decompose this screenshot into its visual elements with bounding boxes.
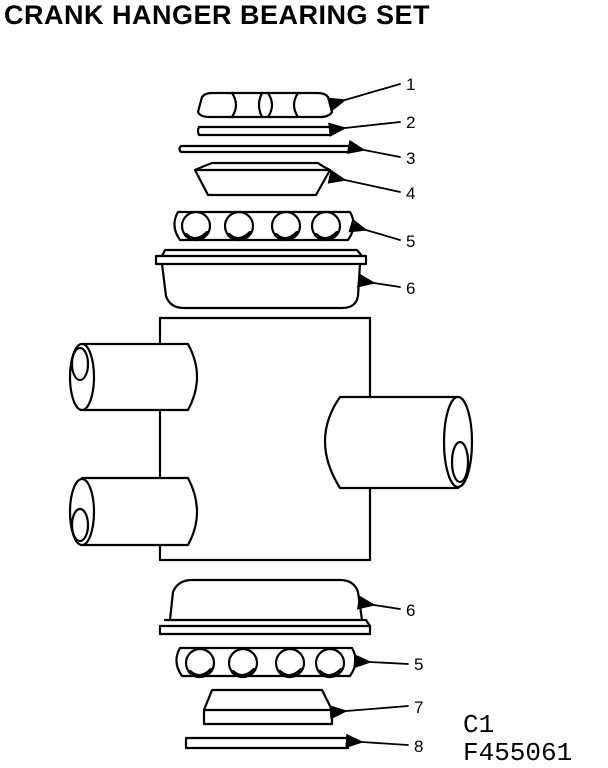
leader-1 — [327, 83, 401, 112]
callout-5-top: 5 — [406, 232, 415, 251]
callout-5-bottom: 5 — [414, 655, 423, 674]
callout-6-top: 6 — [406, 279, 415, 298]
leader-6a — [356, 273, 401, 288]
drawing-code-line-1: C1 — [463, 710, 495, 740]
callout-8: 8 — [414, 737, 423, 756]
leader-arrows — [327, 83, 409, 749]
leader-3 — [346, 139, 401, 158]
callout-labels: 1 2 3 4 5 6 6 5 7 8 — [406, 75, 423, 756]
leader-8 — [345, 733, 409, 749]
part-5-ball-retainer-top — [173, 210, 355, 242]
callout-6-bottom: 6 — [406, 601, 415, 620]
callout-7: 7 — [414, 698, 423, 717]
callout-3: 3 — [406, 149, 415, 168]
leader-6b — [356, 595, 401, 610]
part-8-washer — [184, 736, 350, 750]
part-6-bearing-cup-bottom — [158, 578, 372, 636]
callout-1: 1 — [406, 75, 415, 94]
part-7-fixed-cone — [202, 688, 334, 726]
diagram-title: CRANK HANGER BEARING SET — [4, 0, 431, 30]
callout-2: 2 — [406, 113, 415, 132]
leader-7 — [329, 705, 409, 720]
leader-2 — [328, 121, 401, 137]
part-4-cone — [193, 161, 332, 197]
drawing-code-line-2: F455061 — [463, 738, 573, 768]
callout-4: 4 — [406, 184, 415, 203]
part-6-bearing-cup-top — [154, 248, 368, 310]
leader-4 — [327, 169, 401, 193]
crank-hanger-shell — [68, 316, 474, 562]
part-2-washer — [196, 125, 333, 137]
part-3-thin-washer — [178, 144, 351, 154]
leader-5b — [353, 653, 409, 669]
part-1-lock-nut — [196, 91, 334, 119]
leader-5a — [348, 218, 401, 241]
part-5-ball-retainer-bottom — [175, 646, 357, 679]
